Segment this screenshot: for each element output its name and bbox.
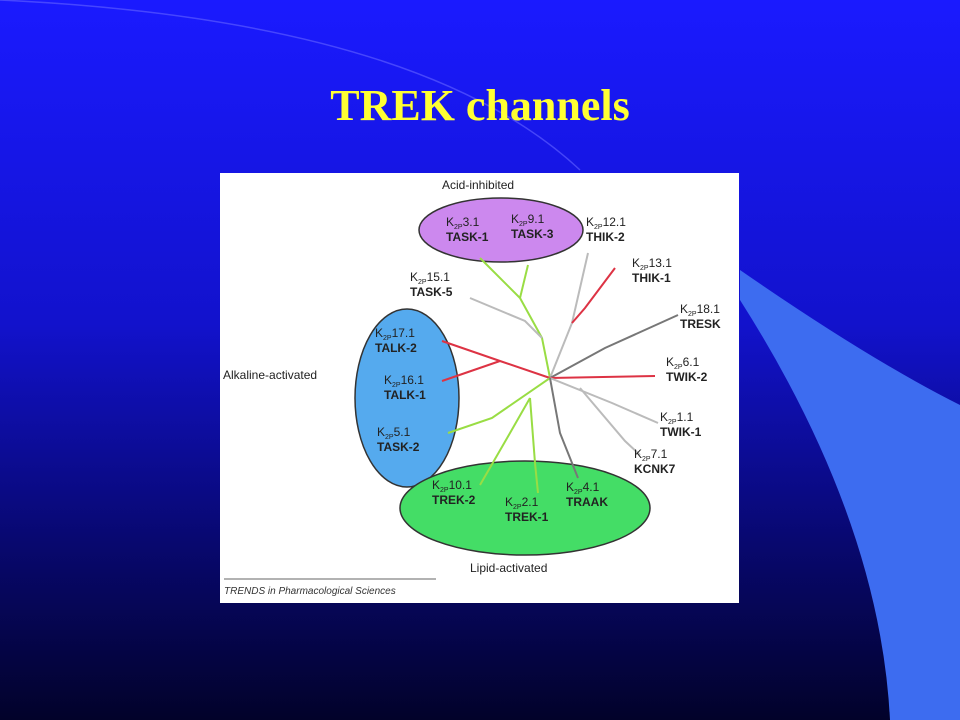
channel-gene-name: K2P17.1 xyxy=(375,326,415,342)
channel-labels: K2P3.1TASK-1K2P9.1TASK-3K2P12.1THIK-2K2P… xyxy=(375,212,721,524)
channel-common-name: TASK-2 xyxy=(377,440,420,454)
channel-gene-name: K2P9.1 xyxy=(511,212,545,228)
lipid-activated-ellipse xyxy=(399,460,651,556)
tree-branches xyxy=(441,252,679,494)
channel-gene-name: K2P18.1 xyxy=(680,302,720,318)
slide-title: TREK channels xyxy=(330,81,630,130)
channel-gene-name: K2P1.1 xyxy=(660,410,694,426)
alkaline-activated-ellipse xyxy=(354,308,460,488)
channel-gene-name: K2P13.1 xyxy=(632,256,672,272)
branch-twik2 xyxy=(549,375,656,379)
group-label-alkaline: Alkaline-activated xyxy=(223,368,317,382)
channel-gene-name: K2P15.1 xyxy=(410,270,450,286)
channel-common-name: TALK-2 xyxy=(375,341,417,355)
channel-gene-name: K2P4.1 xyxy=(566,480,600,496)
channel-common-name: KCNK7 xyxy=(634,462,676,476)
channel-common-name: TRAAK xyxy=(566,495,608,509)
background-right-swoosh xyxy=(740,270,960,720)
channel-common-name: TWIK-2 xyxy=(666,370,708,384)
branch-thik1 xyxy=(571,267,616,324)
group-label-lipid: Lipid-activated xyxy=(470,561,547,575)
channel-common-name: TREK-1 xyxy=(505,510,549,524)
branch-task2 xyxy=(447,377,551,434)
channel-gene-name: K2P12.1 xyxy=(586,215,626,231)
channel-gene-name: K2P6.1 xyxy=(666,355,700,371)
channel-common-name: TWIK-1 xyxy=(660,425,702,439)
channel-common-name: TASK-5 xyxy=(410,285,453,299)
channel-common-name: THIK-1 xyxy=(632,271,671,285)
branch-trek2 xyxy=(479,397,531,486)
channel-common-name: TREK-2 xyxy=(432,493,476,507)
channel-common-name: THIK-2 xyxy=(586,230,625,244)
channel-gene-name: K2P3.1 xyxy=(446,215,480,231)
branch-task3 xyxy=(519,264,529,299)
figure-credit: TRENDS in Pharmacological Sciences xyxy=(224,586,396,597)
channel-common-name: TASK-3 xyxy=(511,227,554,241)
branch-talk1 xyxy=(441,360,501,382)
channel-common-name: TALK-1 xyxy=(384,388,426,402)
branch-task5 xyxy=(469,297,543,339)
phylogenetic-tree-figure: Acid-inhibited Alkaline-activated Lipid-… xyxy=(220,173,739,603)
branch-twik1 xyxy=(549,377,659,424)
branch-traak xyxy=(549,377,579,479)
background-top-arc xyxy=(0,0,581,171)
channel-gene-name: K2P2.1 xyxy=(505,495,539,511)
branch-task1 xyxy=(479,257,551,379)
branch-talk2 xyxy=(441,340,551,379)
acid-inhibited-ellipse xyxy=(418,197,584,263)
branch-trek1 xyxy=(529,397,539,494)
branch-kcnk7 xyxy=(579,387,641,456)
channel-common-name: TRESK xyxy=(680,317,721,331)
channel-common-name: TASK-1 xyxy=(446,230,489,244)
channel-gene-name: K2P7.1 xyxy=(634,447,668,463)
branch-tresk xyxy=(549,314,679,379)
group-label-acid: Acid-inhibited xyxy=(442,178,514,192)
channel-gene-name: K2P16.1 xyxy=(384,373,424,389)
channel-gene-name: K2P10.1 xyxy=(432,478,472,494)
channel-gene-name: K2P5.1 xyxy=(377,425,411,441)
